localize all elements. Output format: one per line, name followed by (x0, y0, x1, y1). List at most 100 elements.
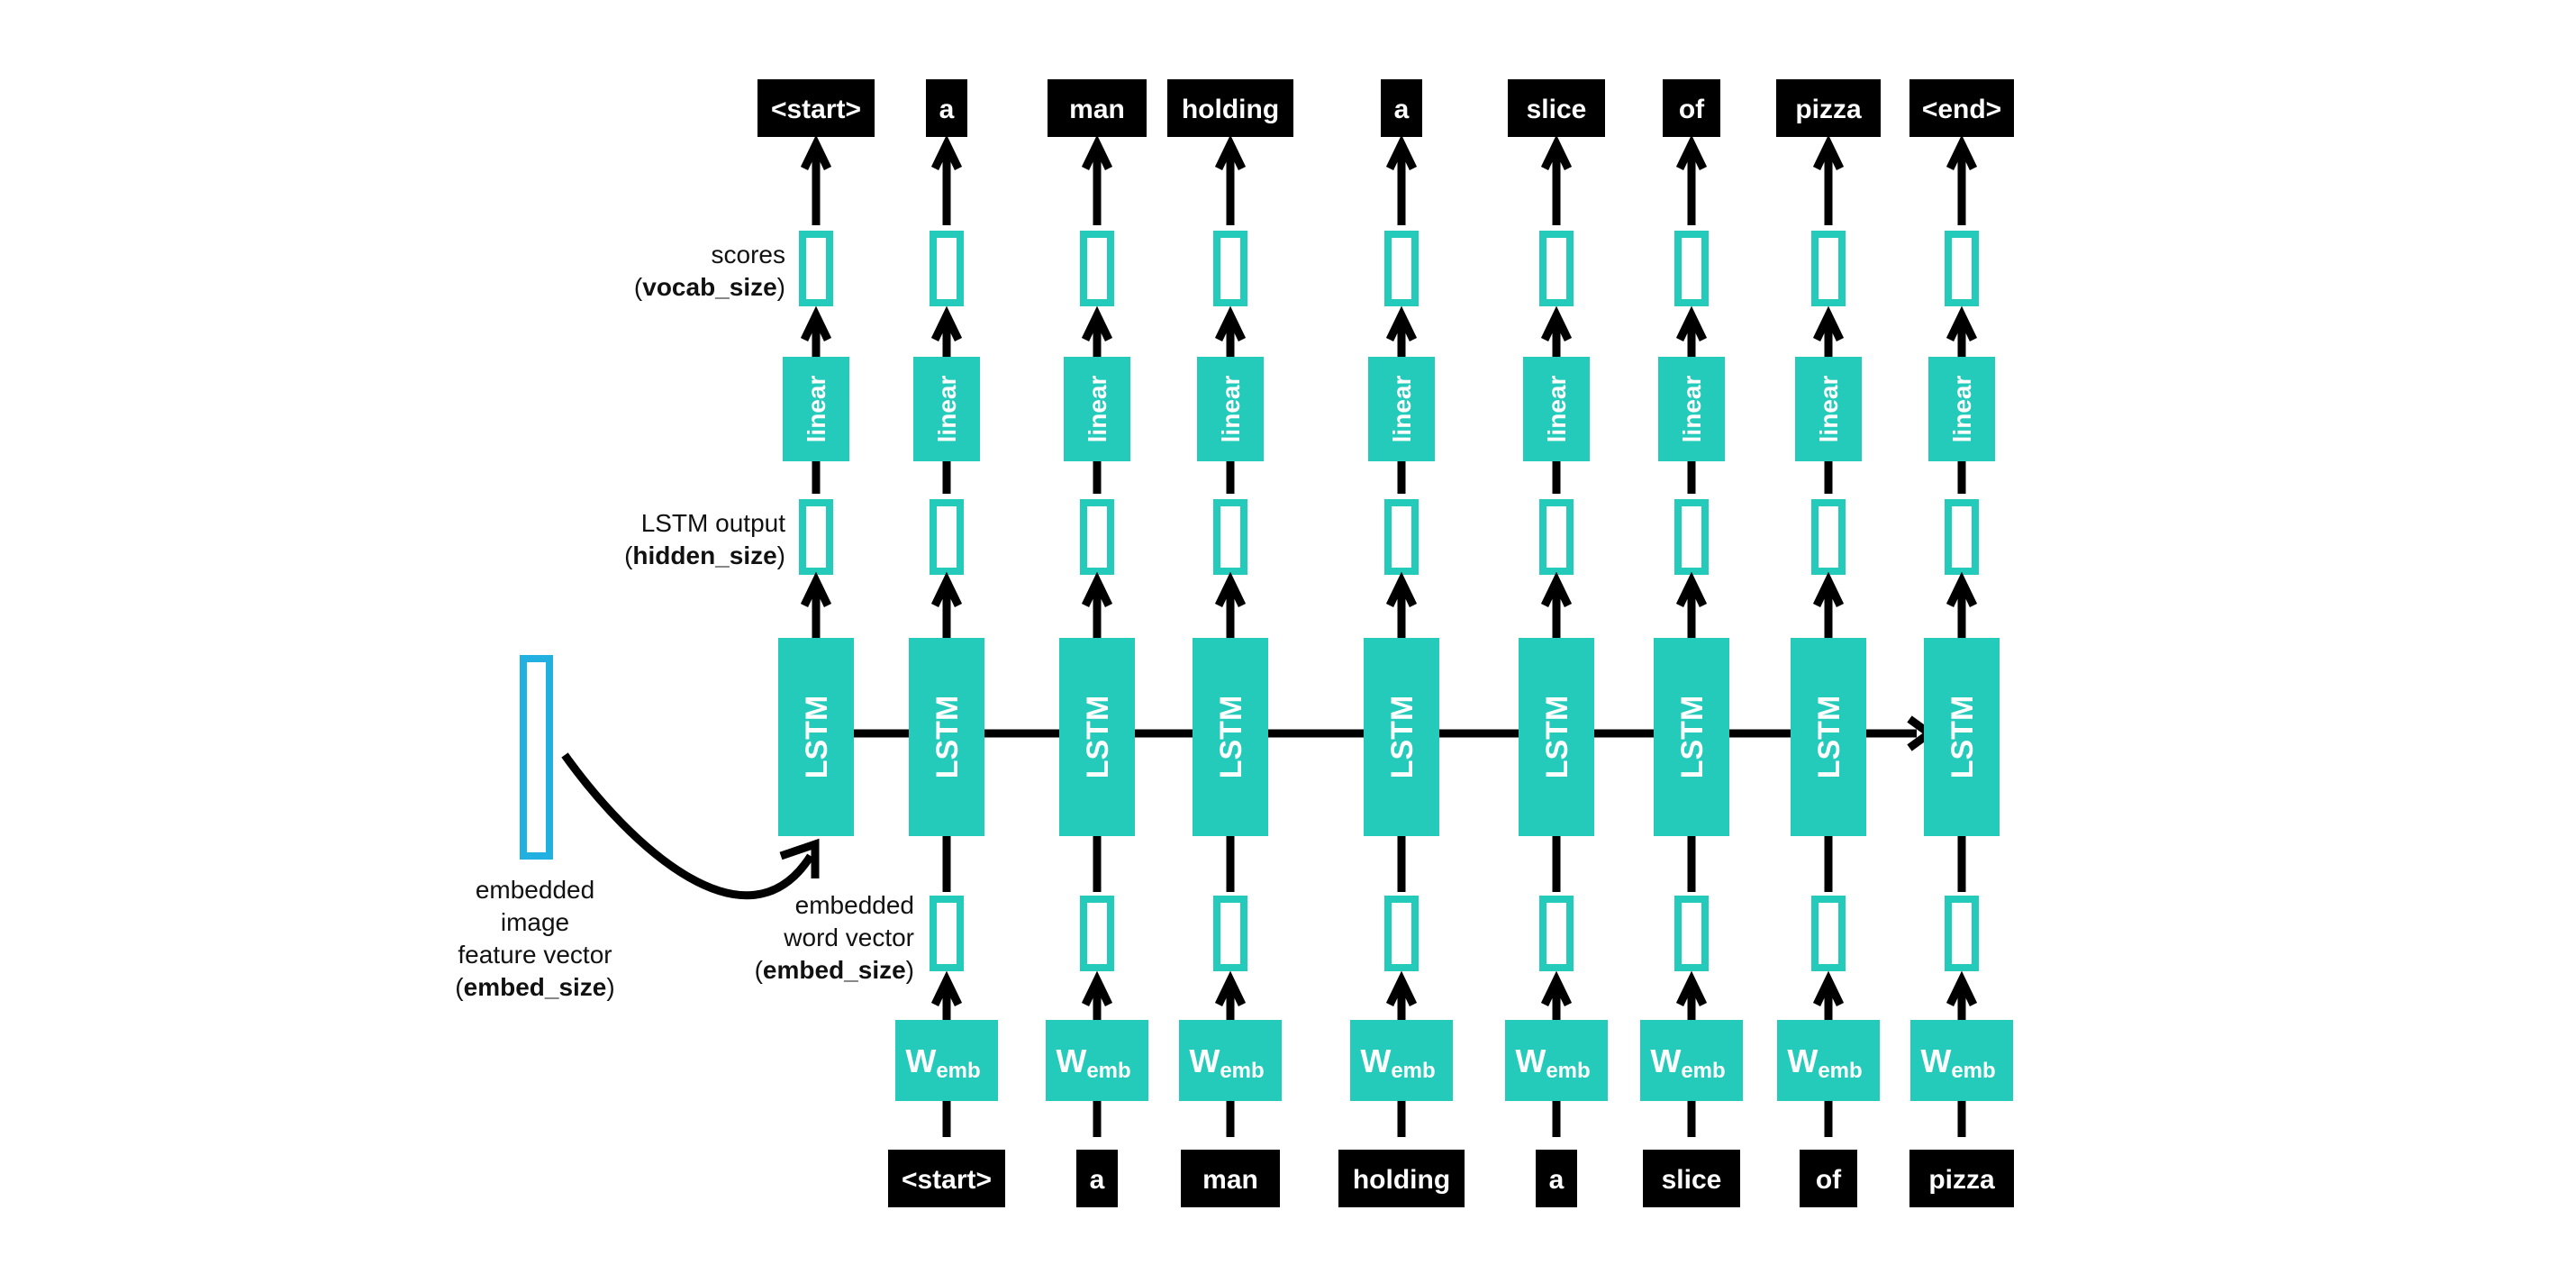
lstm-block-0: LSTM (778, 638, 854, 836)
arrow-to-scores-3 (1214, 305, 1247, 359)
input-token-3-text: holding (1353, 1165, 1450, 1195)
input-token-1-text: a (1090, 1165, 1105, 1195)
lstm-output-vector-7 (1811, 499, 1846, 575)
input-token-0-text: <start> (902, 1165, 992, 1195)
lstm-label-1: LSTM (930, 696, 965, 779)
label-lstm-output: LSTM output (hidden_size) (624, 509, 785, 569)
arrow-to-output-token-5 (1540, 134, 1573, 225)
wemb-label-4: Wemb (1360, 1042, 1435, 1083)
label-scores: scores (vocab_size) (634, 241, 785, 301)
arrow-to-output-token-0 (800, 134, 832, 225)
arrow-to-word-vector-2 (1081, 970, 1113, 1023)
arrow-to-scores-7 (1812, 305, 1845, 359)
linear-block-5: linear (1523, 357, 1590, 461)
label-image-vector: embedded image feature vector (embed_siz… (455, 876, 614, 1001)
arrow-to-word-vector-2-head (1081, 970, 1113, 1006)
lstm-output-vector-8 (1945, 499, 1979, 575)
arrow-to-output-token-6 (1675, 134, 1708, 225)
wemb-label-8: Wemb (1920, 1042, 1995, 1083)
lstm-output-vector-0 (799, 499, 833, 575)
word-vector-3 (1213, 896, 1247, 971)
arrow-to-output-token-3 (1214, 134, 1247, 225)
lstm-block-2: LSTM (1059, 638, 1135, 836)
lstm-label-5: LSTM (1540, 696, 1574, 779)
input-token-4: a (1536, 1150, 1577, 1207)
arrow-to-word-vector-8 (1946, 970, 1978, 1023)
arrow-to-output-token-7-head (1812, 134, 1845, 170)
wemb-block-5: Wemb (1505, 1020, 1608, 1101)
wemb-label-1: Wemb (905, 1042, 980, 1083)
scores-vector-6 (1674, 231, 1709, 306)
lstm-label-7: LSTM (1812, 696, 1846, 779)
label-word-vector-line3: (embed_size) (755, 956, 914, 984)
input-token-3-box (1338, 1150, 1465, 1207)
arrow-to-scores-3-head (1214, 305, 1247, 341)
output-token-2: man (1048, 79, 1147, 137)
arrow-to-scores-0 (800, 305, 832, 359)
output-token-2-text: man (1069, 95, 1125, 124)
arrow-to-output-token-2-head (1081, 134, 1113, 170)
label-word-vector-line1: embedded (795, 891, 914, 919)
wemb-block-bg-8 (1910, 1020, 2013, 1101)
linear-block-bg-8 (1928, 357, 1995, 461)
input-token-2: man (1181, 1150, 1280, 1207)
label-word-vector: embedded word vector (embed_size) (755, 891, 914, 984)
input-token-7-text: pizza (1928, 1165, 1995, 1195)
word-vector-6 (1674, 896, 1709, 971)
lstm-label-6: LSTM (1675, 696, 1710, 779)
linear-block-bg-4 (1368, 357, 1435, 461)
arrow-to-output-token-7 (1812, 134, 1845, 225)
linear-label-6: linear (1678, 376, 1706, 443)
word-vector-4 (1384, 896, 1419, 971)
arrow-to-scores-4 (1385, 305, 1418, 359)
arrow-to-word-vector-7-head (1812, 970, 1845, 1006)
output-token-0: <start> (757, 79, 875, 137)
wemb-block-7: Wemb (1777, 1020, 1880, 1101)
arrow-to-output-token-1-head (930, 134, 963, 170)
output-token-2-box (1048, 79, 1147, 137)
image-to-lstm-arrow (561, 752, 820, 900)
lstm-label-8: LSTM (1946, 696, 1980, 779)
word-vector-8 (1945, 896, 1979, 971)
output-token-8: <end> (1909, 79, 2014, 137)
arrow-to-word-vector-1 (930, 970, 963, 1023)
arrow-to-output-token-1 (930, 134, 963, 225)
output-token-4-text: a (1394, 95, 1410, 124)
output-token-0-box (757, 79, 875, 137)
lstm-output-vector-4 (1384, 499, 1419, 575)
linear-block-bg-3 (1197, 357, 1264, 461)
output-token-6-text: of (1679, 95, 1705, 124)
wemb-block-2: Wemb (1046, 1020, 1148, 1101)
input-token-6-box (1800, 1150, 1857, 1207)
arrow-to-word-vector-6 (1675, 970, 1708, 1023)
label-lstm-output-line2: (hidden_size) (624, 541, 785, 569)
input-token-5-box (1643, 1150, 1740, 1207)
arrow-to-scores-1 (930, 305, 963, 359)
arrow-to-scores-1-head (930, 305, 963, 341)
input-token-4-text: a (1549, 1165, 1565, 1195)
input-token-3: holding (1338, 1150, 1465, 1207)
linear-block-6: linear (1658, 357, 1725, 461)
word-vector-2 (1080, 896, 1114, 971)
lstm-block-6: LSTM (1654, 638, 1729, 836)
label-image-vector-line4: (embed_size) (455, 973, 614, 1001)
lstm-label-4: LSTM (1385, 696, 1420, 779)
arrow-to-scores-5 (1540, 305, 1573, 359)
arrow-to-word-vector-6-head (1675, 970, 1708, 1006)
wemb-block-bg-2 (1046, 1020, 1148, 1101)
label-image-vector-line1: embedded (476, 876, 594, 904)
output-token-7-box (1776, 79, 1881, 137)
scores-vector-0 (799, 231, 833, 306)
lstm-output-vector-6 (1674, 499, 1709, 575)
output-token-3-box (1167, 79, 1293, 137)
label-lstm-output-line1: LSTM output (641, 509, 786, 537)
wemb-label-3: Wemb (1189, 1042, 1264, 1083)
arrow-to-lstm-output-0-head (800, 571, 832, 607)
